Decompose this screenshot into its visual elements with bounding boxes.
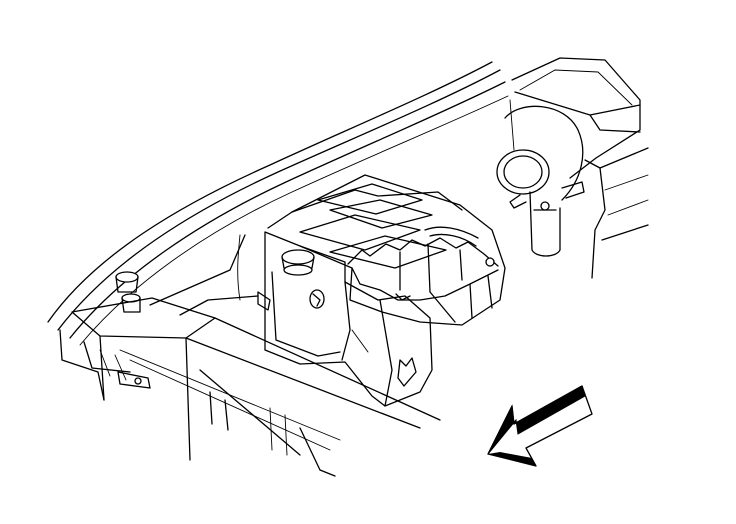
- relay-center-box: [257, 174, 506, 326]
- air-intake-duct: [496, 57, 649, 279]
- radiator-support: [71, 297, 441, 477]
- front-direction-arrow-icon: [487, 385, 593, 467]
- fender: [59, 234, 259, 401]
- reservoir-cap: [281, 249, 315, 276]
- hood-bumper: [115, 271, 141, 313]
- washer-fluid-reservoir: [264, 231, 433, 407]
